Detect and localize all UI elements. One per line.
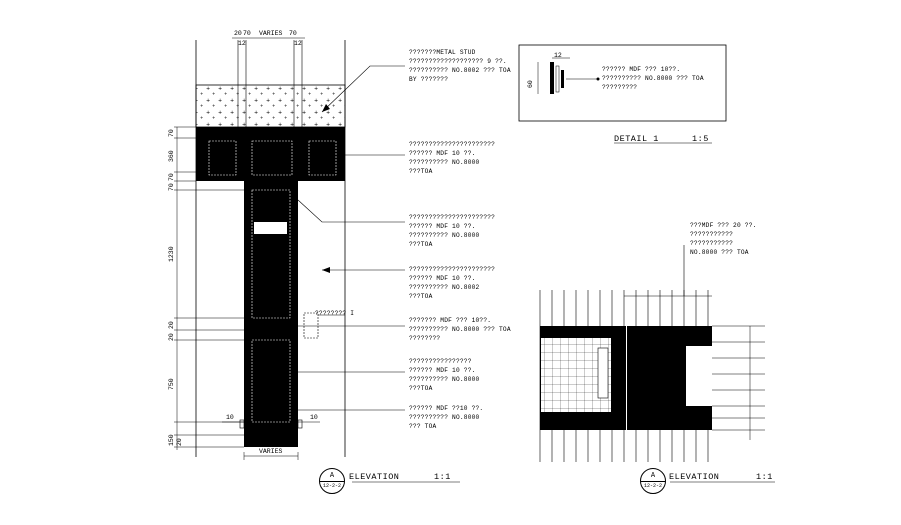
left-dim-3: 70	[168, 183, 175, 191]
left-dim-0: 70	[168, 129, 175, 137]
side-dim-right: 10	[310, 414, 318, 421]
detail-dim-top: 12	[554, 52, 562, 59]
left-tag-letter: A	[329, 472, 335, 480]
left-elevation-label: ELEVATION	[349, 472, 400, 482]
detail-label: DETAIL 1	[614, 134, 659, 144]
note-column-upper: ?????????????????????? ?????? MDF 10 ??.…	[409, 214, 496, 248]
side-dim-left: 10	[226, 414, 234, 421]
left-dim-4: 1230	[168, 246, 175, 262]
right-elevation	[539, 245, 765, 462]
detail-scale: 1:5	[692, 134, 709, 144]
note-metal-stud: ???????METAL STUD ??????????????????? 9 …	[409, 49, 511, 83]
left-dim-1: 360	[168, 150, 175, 162]
left-dim-6: 20	[168, 333, 175, 341]
right-elevation-label: ELEVATION	[669, 472, 720, 482]
bottom-dim-varies: VARIES	[259, 448, 283, 455]
right-tag-letter: A	[650, 472, 656, 480]
top-dim-20: 20	[234, 30, 242, 37]
left-elevation	[174, 37, 405, 460]
detail-note: ?????? MDF ??? 10??. ?????????? NO.8000 …	[602, 66, 704, 91]
detail-dim-left: 60	[527, 80, 534, 88]
left-tag-ref: 12-2-2	[322, 483, 341, 489]
top-dim-70a: 70	[243, 30, 251, 37]
right-elevation-tag: A 12-2-2	[640, 468, 666, 494]
right-elevation-scale: 1:1	[756, 472, 773, 482]
note-column-face: ?????????????????????? ?????? MDF 10 ??.…	[409, 266, 496, 300]
left-elevation-scale: 1:1	[434, 472, 451, 482]
top-dim-70b: 70	[289, 30, 297, 37]
left-dim-5: 20	[168, 321, 175, 329]
white-slot	[254, 222, 287, 234]
detail-frame	[518, 44, 727, 122]
note-callout-i: ???????? I	[315, 310, 355, 317]
top-dim-12b: 12	[294, 40, 302, 47]
top-dim-12a: 12	[238, 40, 246, 47]
note-base: ?????? MDF ??10 ??. ?????????? NO.8000 ?…	[409, 405, 484, 430]
horizontal-beam	[196, 127, 345, 181]
top-dim-varies: VARIES	[259, 30, 283, 37]
note-beam-panel: ?????????????????????? ?????? MDF 10 ??.…	[409, 141, 496, 175]
note-reveal: ??????? MDF ??? 10??. ?????????? NO.8000…	[409, 317, 511, 342]
left-dim-9: 20	[176, 438, 183, 446]
left-dim-8: 150	[168, 434, 175, 446]
note-column-lower: ???????????????? ?????? MDF 10 ??. ?????…	[409, 358, 480, 392]
ceiling-band	[195, 84, 346, 128]
right-tag-ref: 12-2-2	[643, 483, 662, 489]
left-dim-7: 750	[168, 378, 175, 390]
left-dim-2: 70	[168, 173, 175, 181]
left-elevation-tag: A 12-2-2	[319, 468, 345, 494]
detail-1	[518, 44, 727, 144]
right-note-mdf: ???MDF ??? 20 ??. ??????????? ??????????…	[690, 222, 757, 256]
